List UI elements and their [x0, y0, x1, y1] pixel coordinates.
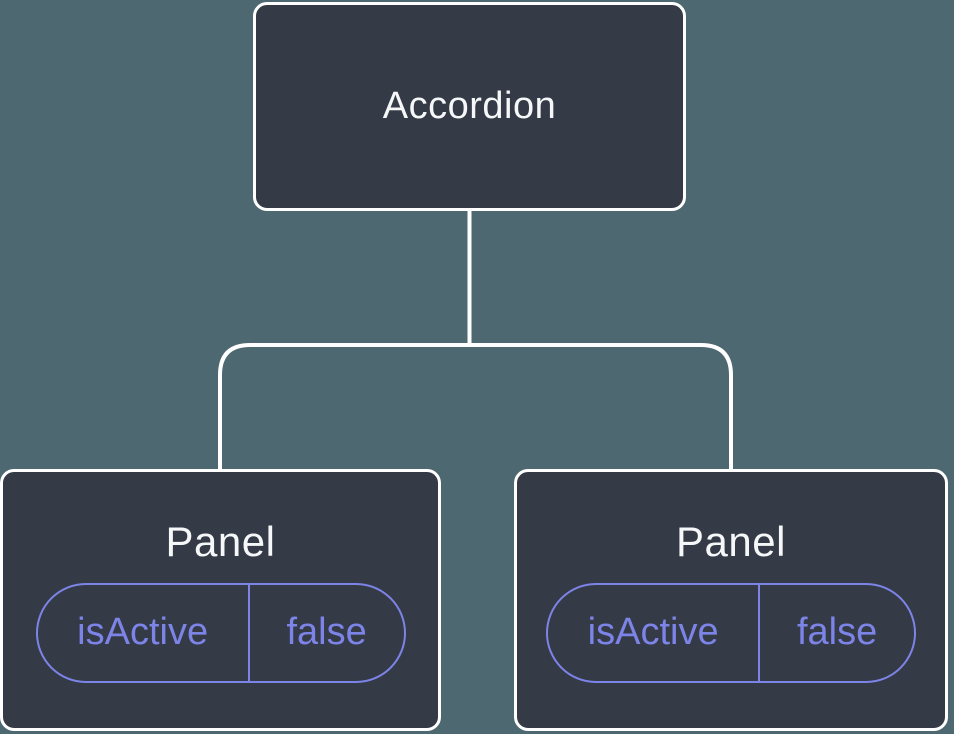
panel-node-label: Panel [165, 517, 276, 565]
accordion-node: Accordion [253, 2, 686, 211]
state-pill-prop-name: isActive [548, 584, 761, 681]
accordion-node-label: Accordion [382, 85, 557, 127]
connector-bracket [218, 343, 733, 471]
state-pill-prop-value: false [796, 611, 878, 653]
state-pill-prop-name: isActive [38, 584, 250, 681]
state-pill: isActive false [546, 582, 916, 683]
panel-node-right: Panel isActive false [514, 469, 948, 731]
panel-node-label: Panel [676, 517, 786, 565]
state-pill: isActive false [35, 582, 406, 683]
state-pill-prop-value: false [286, 611, 367, 653]
panel-node-left: Panel isActive false [0, 469, 441, 731]
